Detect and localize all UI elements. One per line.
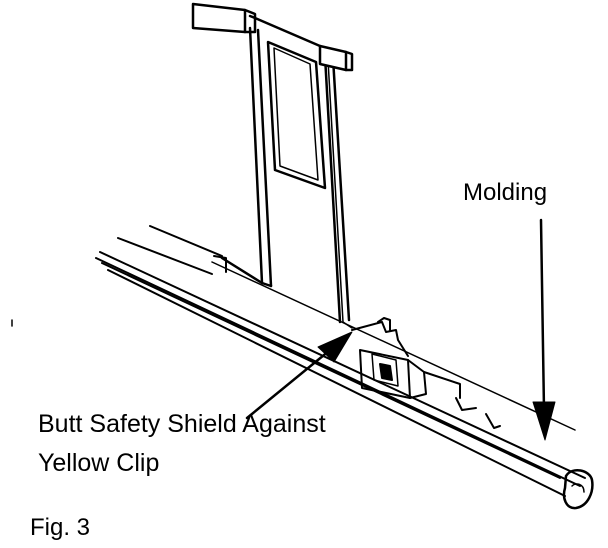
callout-arrow xyxy=(245,331,353,420)
molding-label: Molding xyxy=(463,179,548,206)
figure-caption: Fig. 3 xyxy=(30,514,91,541)
yellow-clip xyxy=(351,317,501,429)
callout-label-line1: Butt Safety Shield Against xyxy=(38,410,326,438)
rear-ledge xyxy=(117,225,227,275)
molding-arrow xyxy=(532,218,556,441)
molding-rail xyxy=(95,251,594,510)
safety-shield xyxy=(191,2,354,329)
callout-label-line2: Yellow Clip xyxy=(38,449,160,477)
